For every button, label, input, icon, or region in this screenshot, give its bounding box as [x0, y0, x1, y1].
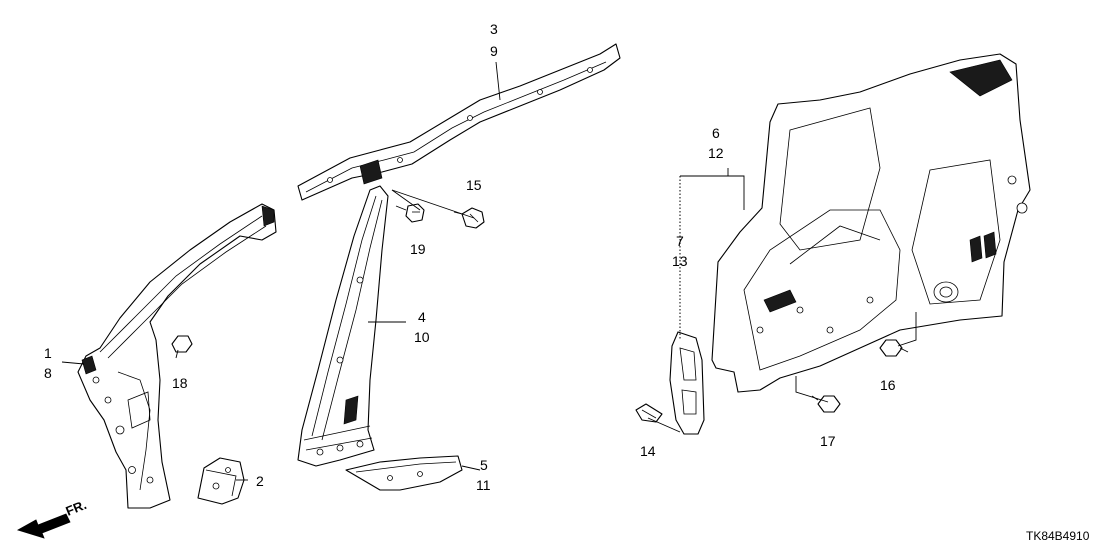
callout-17: 17 [820, 433, 836, 449]
direction-label: FR. [64, 497, 89, 519]
clip-part [635, 403, 663, 423]
callout-labels: 1 8 2 3 9 4 10 5 11 6 12 7 13 14 15 16 1… [44, 21, 896, 493]
callout-5: 5 [480, 457, 488, 473]
sill-extension-part [345, 455, 463, 491]
callout-9: 9 [490, 43, 498, 59]
callout-3: 3 [490, 21, 498, 37]
callout-7: 7 [676, 233, 684, 249]
bolt-19 [395, 203, 425, 223]
callout-10: 10 [414, 329, 430, 345]
callout-14: 14 [640, 443, 656, 459]
callout-4: 4 [418, 309, 426, 325]
leader-lines [61, 61, 917, 481]
callout-11: 11 [476, 477, 491, 493]
callout-1: 1 [44, 345, 52, 361]
callout-8: 8 [44, 365, 52, 381]
callout-16: 16 [880, 377, 896, 393]
bolt-17 [811, 395, 841, 413]
front-pillar-part [77, 203, 277, 509]
rear-pillar-extension-part [669, 331, 705, 435]
bolt-18 [171, 335, 193, 359]
callout-2: 2 [256, 473, 264, 489]
bracket-part [197, 457, 245, 505]
center-pillar-part [297, 185, 389, 467]
rear-inner-panel-part [711, 53, 1031, 393]
diagram-code: TK84B4910 [1026, 529, 1090, 543]
front-direction-arrow: FR. [16, 497, 89, 539]
callout-18: 18 [172, 375, 188, 391]
callout-12: 12 [708, 145, 724, 161]
callout-15: 15 [466, 177, 482, 193]
callout-13: 13 [672, 253, 688, 269]
callout-19: 19 [410, 241, 426, 257]
bolt-15 [453, 207, 485, 229]
bolt-16 [879, 339, 909, 357]
arrow-icon [16, 513, 71, 539]
callout-6: 6 [712, 125, 720, 141]
roof-side-rail-part [297, 43, 621, 201]
